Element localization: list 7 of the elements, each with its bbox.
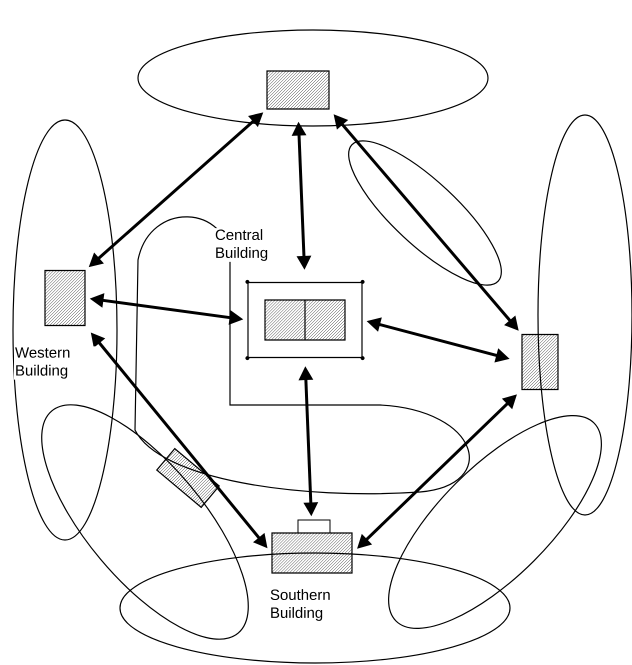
building-label: Central Building (216, 229, 268, 261)
building-label: Southern Building (270, 589, 330, 621)
building-block (44, 270, 86, 326)
building-block (266, 70, 330, 110)
building-label: Western Building (15, 347, 70, 379)
building-block (271, 520, 353, 574)
building-block (521, 334, 559, 390)
